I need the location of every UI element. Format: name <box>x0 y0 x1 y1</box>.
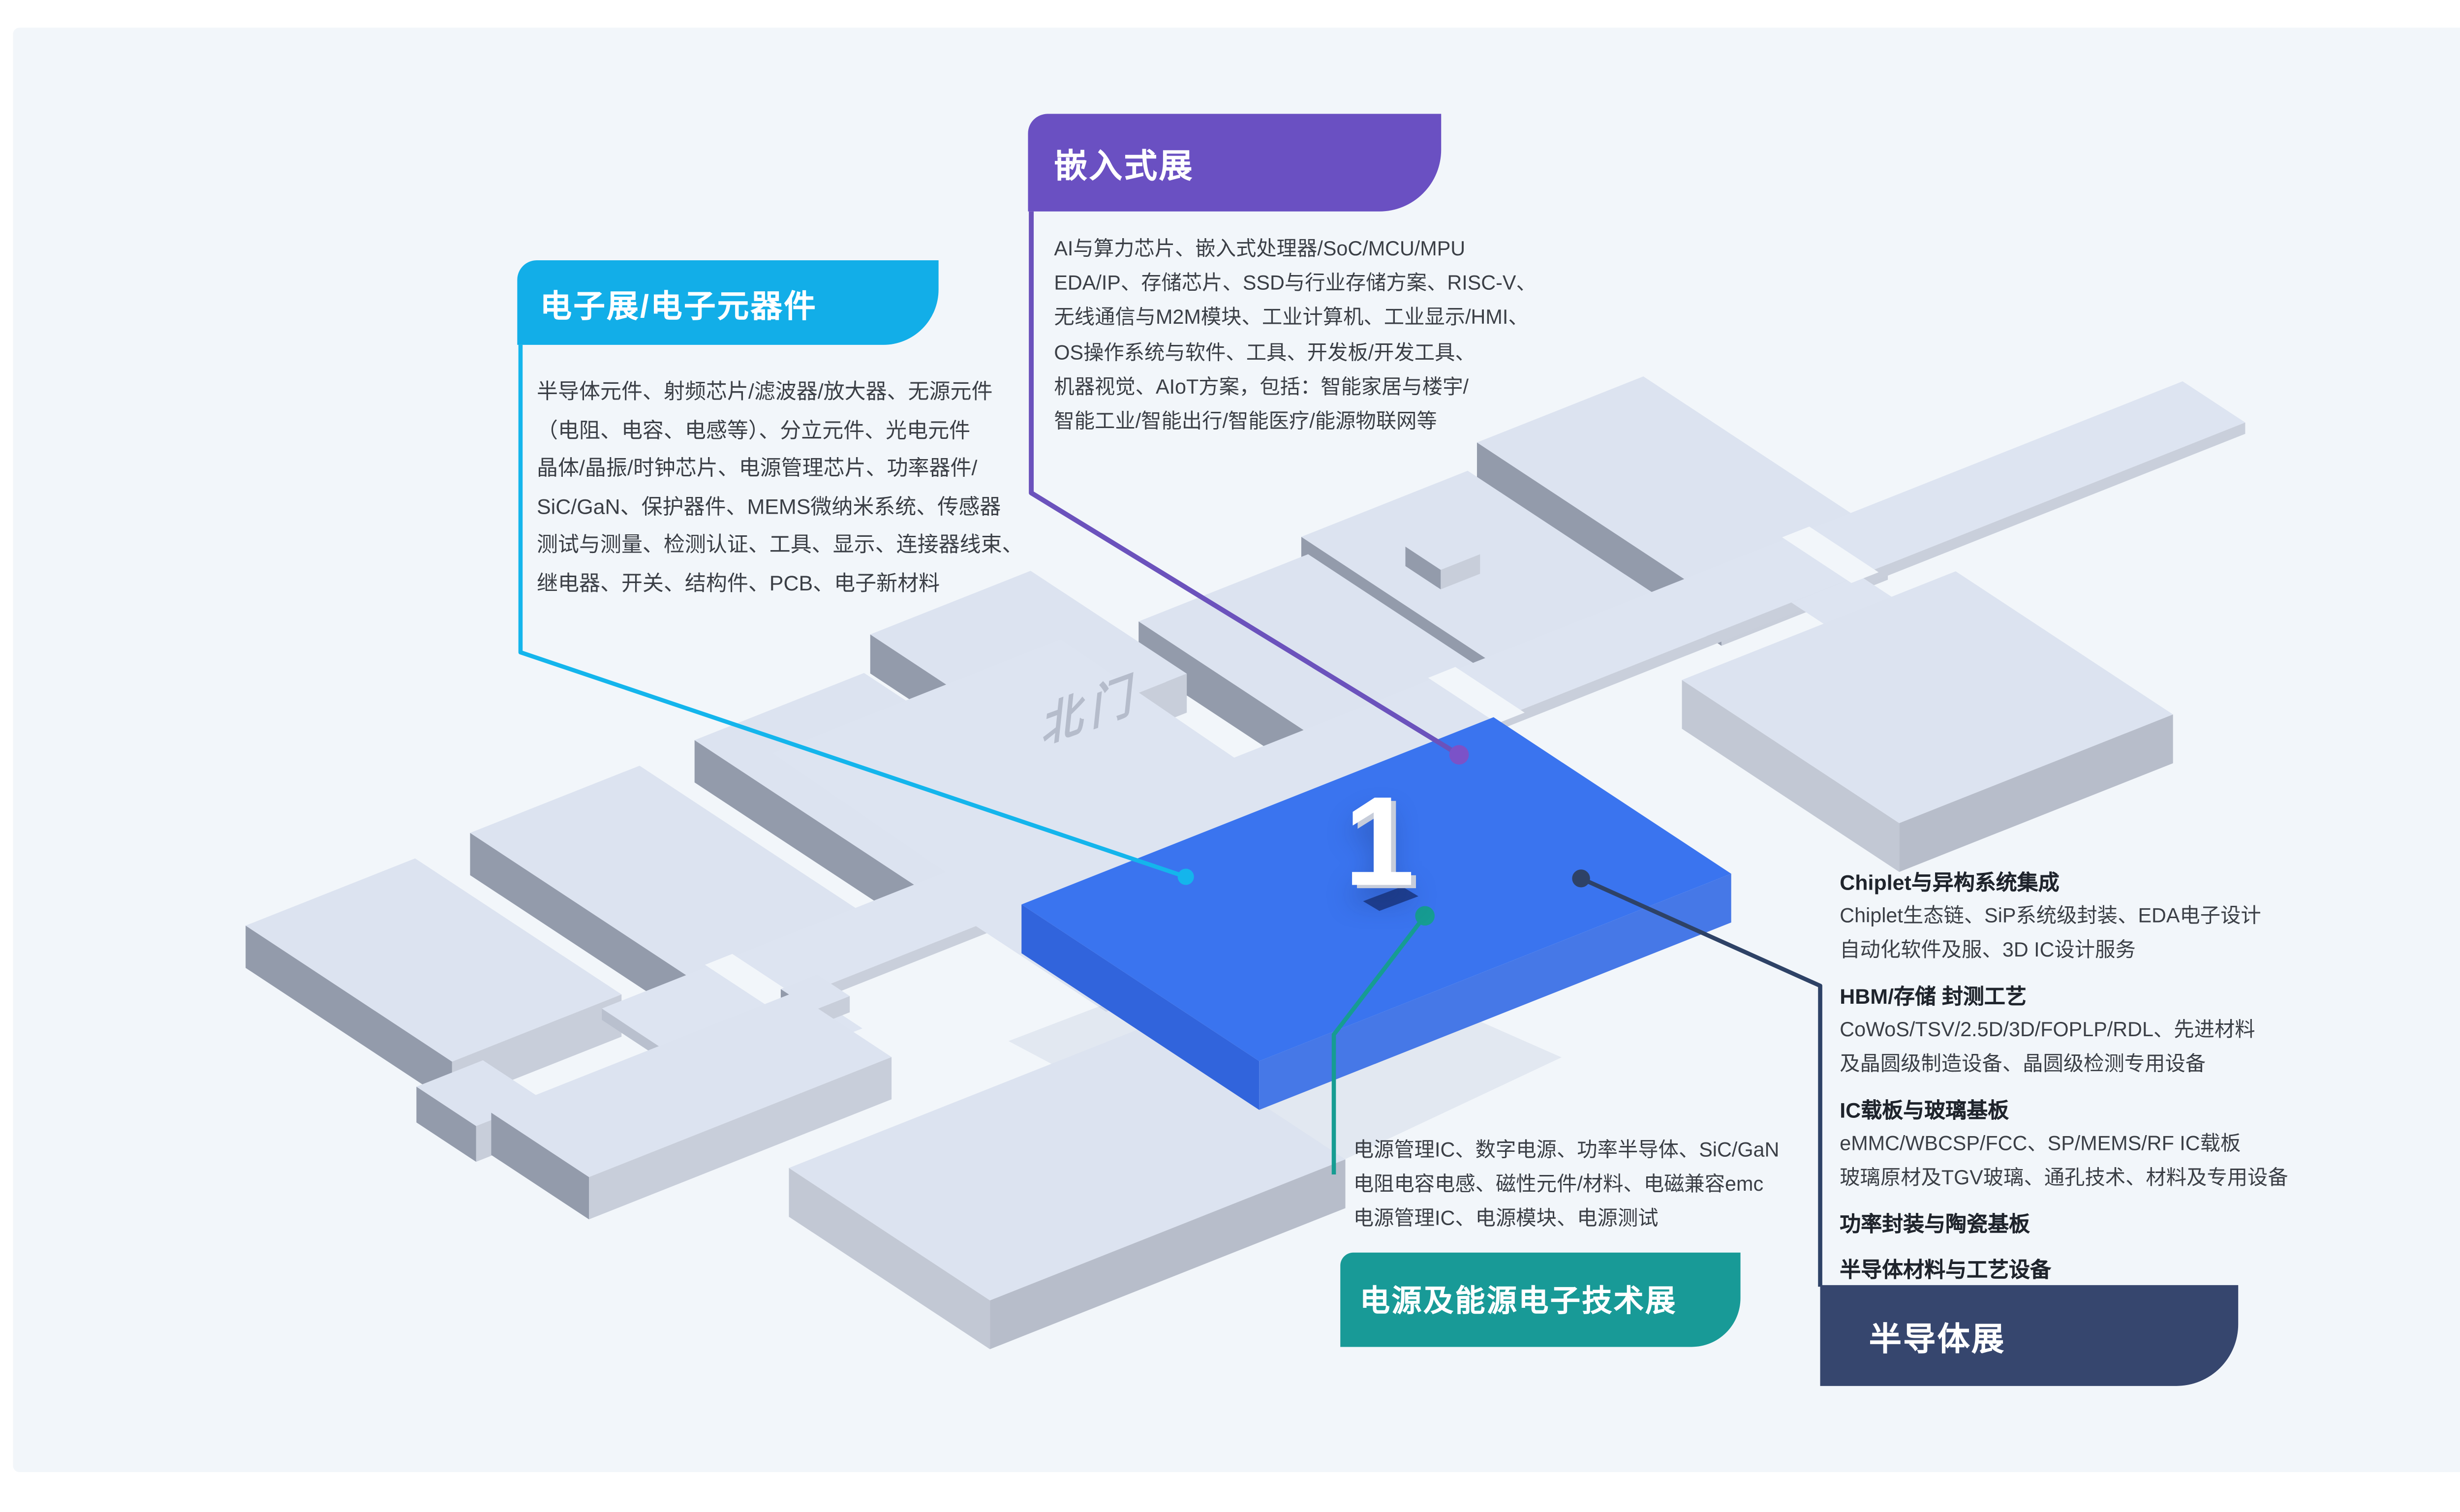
hall-1-side-sw <box>1021 904 1260 1110</box>
description-group: 功率封装与陶瓷基板 <box>1840 1207 2288 1241</box>
electronics-anchor-dot <box>1177 868 1194 885</box>
description-line: AI与算力芯片、嵌入式处理器/SoC/MCU/MPU <box>1054 237 1466 260</box>
kiosk-block-2-side-se <box>1441 554 1480 589</box>
description-line: 电源管理IC、电源模块、电源测试 <box>1353 1207 1659 1230</box>
description-group-title: Chiplet与异构系统集成 <box>1840 870 2060 895</box>
description-line: 电阻电容电感、磁性元件/材料、电磁兼容emc <box>1353 1173 1764 1196</box>
description-group: Chiplet与异构系统集成 Chiplet生态链、SiP系统级封装、EDA电子设… <box>1840 865 2288 968</box>
legend-electronics-title: 电子展/电子元器件 <box>540 288 818 325</box>
description-line: 智能工业/智能出行/智能医疗/能源物联网等 <box>1054 410 1437 433</box>
embedded-leader-line <box>1029 211 1461 757</box>
hall-north-2-side-sw <box>694 740 923 933</box>
semiconductor-anchor-dot <box>1572 869 1590 888</box>
hall-north-0-side-sw <box>246 926 452 1104</box>
walkway-side-sw <box>602 1008 665 1061</box>
description-line: 玻璃原材及TGV玻璃、通孔技术、材料及专用设备 <box>1840 1166 2288 1189</box>
hall-south-east-side-sw <box>1682 679 1900 872</box>
description-group: 半导体材料与工艺设备 <box>1840 1253 2288 1287</box>
semiconductor-leader-line <box>1580 876 1822 1287</box>
power-description: 电源管理IC、数字电源、功率半导体、SiC/GaN 电阻电容电感、磁性元件/材料、… <box>1353 1134 1780 1236</box>
description-group-title: HBM/存储 封测工艺 <box>1840 984 2027 1009</box>
hall-cube-west-side-sw <box>416 1086 476 1162</box>
kiosk-block-2-side-sw <box>1405 546 1441 589</box>
description-line: 晶体/晶振/时钟芯片、电源管理芯片、功率器件/ <box>537 456 978 480</box>
legend-embedded-exhibition[interactable]: 嵌入式展 <box>1028 114 1442 212</box>
description-line: 半导体元件、射频芯片/滤波器/放大器、无源元件 <box>537 379 993 403</box>
hall-south-square-side-sw <box>789 1168 990 1350</box>
legend-electronics-exhibition[interactable]: 电子展/电子元器件 <box>517 260 939 345</box>
walkway-gap-3 <box>1782 526 1879 583</box>
legend-embedded-title: 嵌入式展 <box>1054 148 1194 185</box>
description-line: 自动化软件及服、3D IC设计服务 <box>1840 938 2136 961</box>
kiosk-block-2-top <box>1405 531 1480 570</box>
power-leader-line <box>1331 914 1427 1175</box>
description-group-title: 功率封装与陶瓷基板 <box>1840 1212 2030 1236</box>
legend-semiconductor-exhibition[interactable]: 半导体展 <box>1820 1285 2239 1386</box>
walkway-gap-1 <box>705 954 802 1011</box>
hall-south-square-top <box>789 1027 1346 1300</box>
description-line: OS操作系统与软件、工具、开发板/开发工具、 <box>1054 340 1476 364</box>
hall-1-top[interactable] <box>1021 717 1731 1061</box>
electronics-description: 半导体元件、射频芯片/滤波器/放大器、无源元件 （电阻、电容、电感等）、分立元件、… <box>537 372 1023 603</box>
hall-south-west-top <box>491 992 892 1177</box>
hall-south-east-side-se <box>1899 714 2173 872</box>
hall-north-0-top <box>246 858 622 1062</box>
description-line: CoWoS/TSV/2.5D/3D/FOPLP/RDL、先进材料 <box>1840 1018 2255 1041</box>
power-anchor-dot <box>1415 906 1435 926</box>
description-group: IC载板与玻璃基板 eMMC/WBCSP/FCC、SP/MEMS/RF IC载板玻… <box>1840 1093 2288 1196</box>
hall-1-side-se <box>1259 873 1731 1110</box>
description-line: 测试与测量、检测认证、工具、显示、连接器线束、 <box>537 532 1023 557</box>
description-line: SiC/GaN、保护器件、MEMS微纳米系统、传感器 <box>537 494 1001 519</box>
hall-south-east-top <box>1682 571 2173 823</box>
legend-power-exhibition[interactable]: 电源及能源电子技术展 <box>1340 1252 1741 1347</box>
hall-north-1-side-sw <box>470 833 699 1026</box>
description-group-title: 半导体材料与工艺设备 <box>1840 1257 2052 1282</box>
hall-south-west-side-sw <box>491 1112 589 1220</box>
description-line: 继电器、开关、结构件、PCB、电子新材料 <box>537 571 940 595</box>
description-line: 机器视觉、AIoT方案，包括：智能家居与楼宇/ <box>1054 375 1469 399</box>
embedded-description: AI与算力芯片、嵌入式处理器/SoC/MCU/MPU EDA/IP、存储芯片、SS… <box>1054 233 1536 440</box>
description-line: EDA/IP、存储芯片、SSD与行业存储方案、RISC-V、 <box>1054 272 1537 295</box>
semiconductor-description: Chiplet与异构系统集成 Chiplet生态链、SiP系统级封装、EDA电子设… <box>1840 865 2288 1298</box>
description-group-title: IC载板与玻璃基板 <box>1840 1098 2009 1123</box>
hall-1-number: 1 <box>1344 769 1415 913</box>
description-line: Chiplet生态链、SiP系统级封装、EDA电子设计 <box>1840 904 2261 927</box>
kiosk-block-1-top <box>780 974 850 1011</box>
north-gate-plaza <box>772 639 1245 879</box>
description-line: 无线通信与M2M模块、工业计算机、工业显示/HMI、 <box>1054 306 1529 330</box>
description-line: 电源管理IC、数字电源、功率半导体、SiC/GaN <box>1353 1139 1780 1162</box>
walkway-gap-2 <box>1428 667 1525 724</box>
description-line: eMMC/WBCSP/FCC、SP/MEMS/RF IC载板 <box>1840 1132 2241 1155</box>
embedded-anchor-dot <box>1449 745 1469 765</box>
hall-north-1-top <box>470 766 868 984</box>
hall-1-number-base <box>1363 886 1418 911</box>
hall-south-west-side-se <box>589 1057 892 1220</box>
description-line: （电阻、电容、电感等）、分立元件、光电元件 <box>537 417 971 442</box>
legend-semiconductor-title: 半导体展 <box>1869 1322 2006 1358</box>
description-line: 及晶圆级制造设备、晶圆级检测专用设备 <box>1840 1052 2206 1076</box>
legend-power-title: 电源及能源电子技术展 <box>1359 1283 1677 1318</box>
description-group: HBM/存储 封测工艺 CoWoS/TSV/2.5D/3D/FOPLP/RDL、先… <box>1840 979 2288 1081</box>
hall-south-square-side-se <box>990 1159 1346 1350</box>
electronics-leader-line <box>518 344 1187 879</box>
